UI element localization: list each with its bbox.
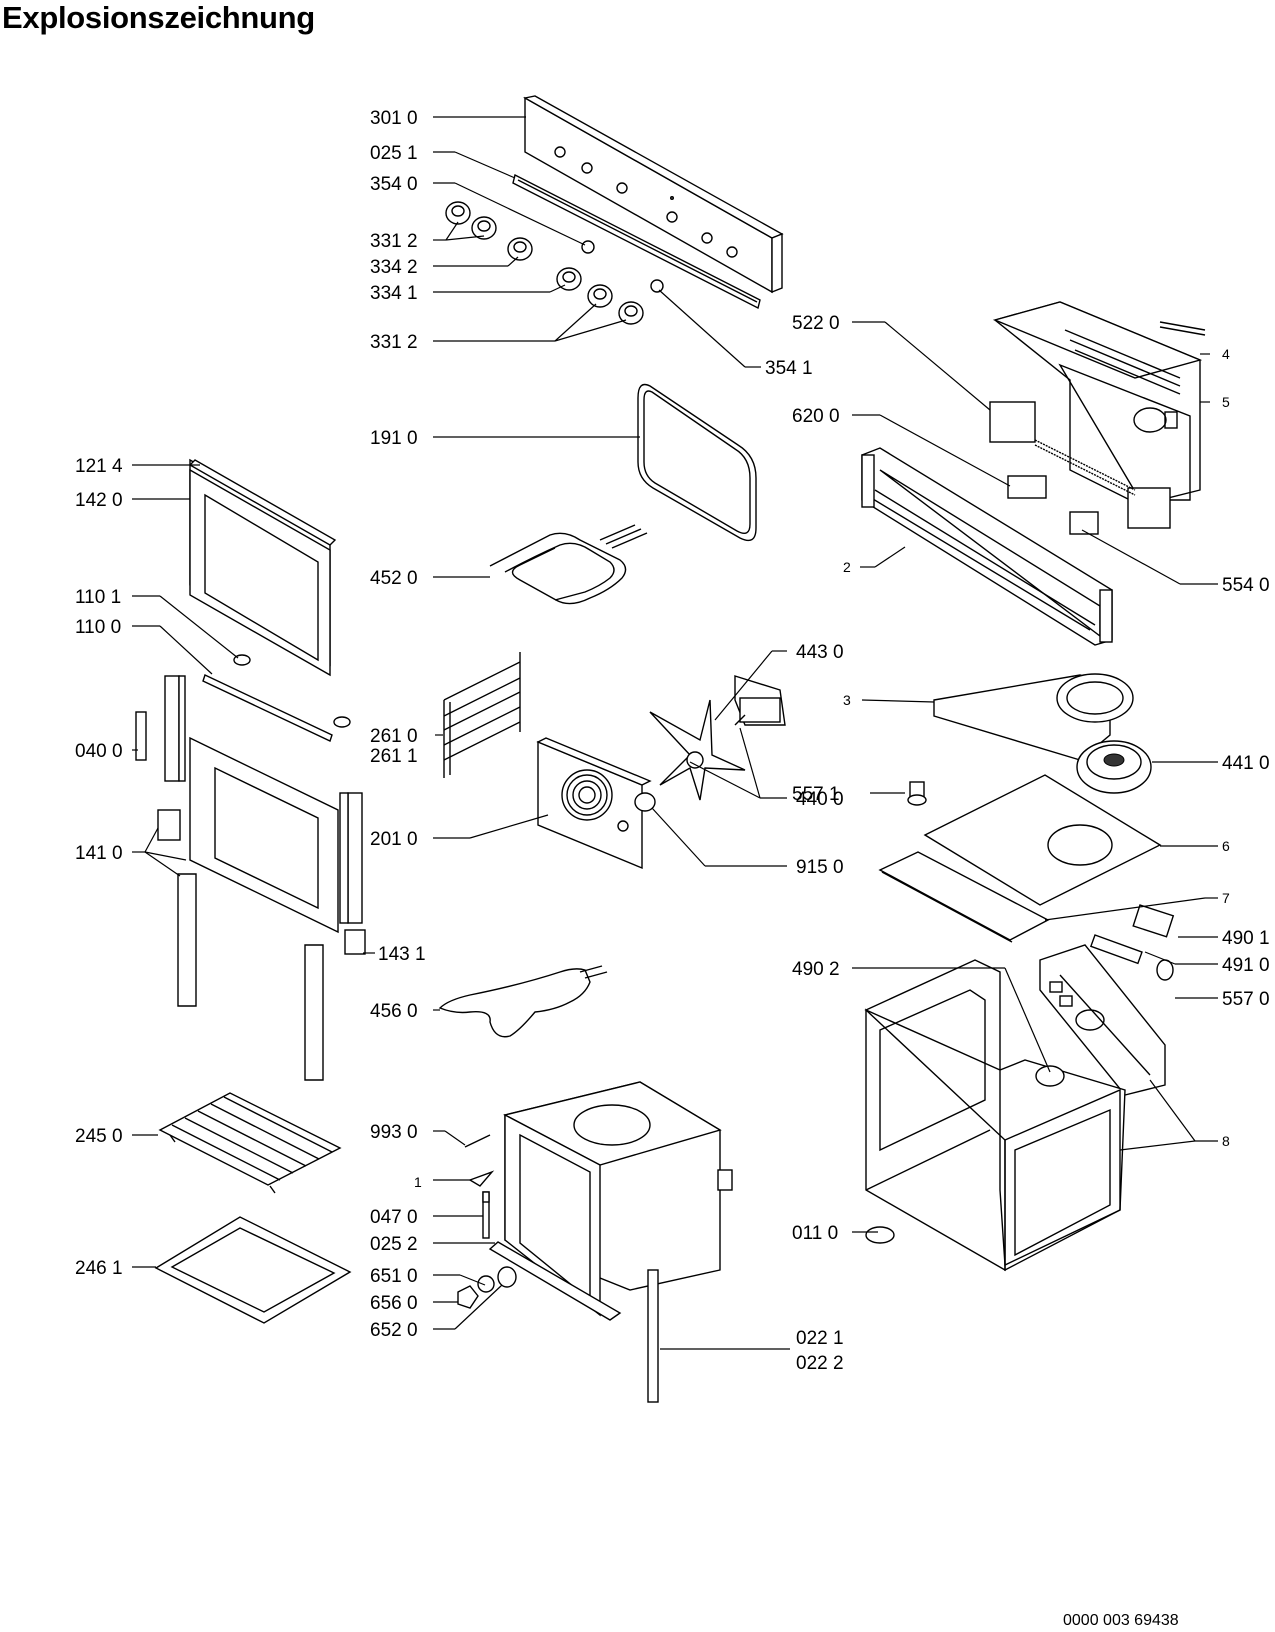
callout-label: 201 0 bbox=[370, 829, 418, 850]
fan-motor-part bbox=[734, 675, 786, 726]
callout-label: 554 0 bbox=[1222, 575, 1270, 596]
inner-door-glass-part bbox=[177, 736, 339, 1081]
callout-label: 334 1 bbox=[370, 283, 418, 304]
callout-label: 452 0 bbox=[370, 568, 418, 589]
callout-label: 8 bbox=[1222, 1133, 1230, 1149]
callout-label: 490 2 bbox=[792, 959, 840, 980]
callout-label: 141 0 bbox=[75, 843, 123, 864]
callout-label: 6 bbox=[1222, 838, 1230, 854]
callout-label: 652 0 bbox=[370, 1320, 418, 1341]
callout-label: 557 0 bbox=[1222, 989, 1270, 1010]
callout-label: 022 1 bbox=[796, 1328, 844, 1349]
callout-label: 246 1 bbox=[75, 1258, 123, 1279]
callout-label: 620 0 bbox=[792, 406, 840, 427]
callout-label: 022 2 bbox=[796, 1353, 844, 1374]
callout-label: 522 0 bbox=[792, 313, 840, 334]
callout-label: 441 0 bbox=[1222, 753, 1270, 774]
callout-label: 993 0 bbox=[370, 1122, 418, 1143]
callout-label: 143 1 bbox=[378, 944, 426, 965]
callout-label: 047 0 bbox=[370, 1207, 418, 1228]
outer-door-glass-part bbox=[188, 458, 337, 677]
callout-label: 490 1 bbox=[1222, 928, 1270, 949]
wire-rack-part bbox=[158, 1092, 342, 1194]
fan-housing-part bbox=[933, 673, 1152, 794]
control-knobs-part bbox=[445, 201, 664, 325]
callout-label: 011 0 bbox=[792, 1223, 838, 1244]
leader-lines bbox=[132, 116, 1218, 1350]
control-panel-part bbox=[523, 95, 784, 294]
callout-labels: 301 0 025 1 354 0 331 2 334 2 334 1 331 … bbox=[75, 108, 1270, 1374]
callout-label: 110 1 bbox=[75, 587, 121, 608]
bottom-heating-element-part bbox=[438, 965, 608, 1038]
document-number: 0000 003 69438 bbox=[1063, 1612, 1179, 1629]
door-handle-part bbox=[202, 654, 351, 742]
callout-label: 456 0 bbox=[370, 1001, 418, 1022]
callout-label: 2 bbox=[843, 559, 851, 575]
callout-label: 110 0 bbox=[75, 617, 121, 638]
callout-label: 7 bbox=[1222, 890, 1230, 906]
top-heating-element-part bbox=[489, 524, 648, 605]
oven-cavity-part bbox=[488, 1081, 733, 1321]
door-gasket-part bbox=[637, 383, 757, 542]
callout-label: 261 0 bbox=[370, 726, 418, 747]
callout-label: 3 bbox=[843, 692, 851, 708]
callout-label: 025 1 bbox=[370, 143, 418, 164]
thermostat-part bbox=[989, 401, 1171, 535]
callout-label: 440 0 bbox=[796, 789, 844, 810]
callout-label: 261 1 bbox=[370, 746, 418, 767]
callout-label: 040 0 bbox=[75, 741, 123, 762]
callout-label: 245 0 bbox=[75, 1126, 123, 1147]
callout-label: 331 2 bbox=[370, 332, 418, 353]
callout-label: 915 0 bbox=[796, 857, 844, 878]
callout-label: 1 bbox=[414, 1174, 422, 1190]
side-rail-part bbox=[647, 1269, 659, 1403]
callout-label: 354 1 bbox=[765, 358, 813, 379]
callout-label: 5 bbox=[1222, 394, 1230, 410]
callout-label: 4 bbox=[1222, 346, 1230, 362]
callout-label: 025 2 bbox=[370, 1234, 418, 1255]
callout-label: 331 2 bbox=[370, 231, 418, 252]
callout-label: 354 0 bbox=[370, 174, 418, 195]
panel-rail-part bbox=[512, 173, 761, 310]
control-frame-part bbox=[861, 447, 1113, 646]
callout-label: 301 0 bbox=[370, 108, 418, 129]
callout-label: 491 0 bbox=[1222, 955, 1270, 976]
callout-label: 121 4 bbox=[75, 456, 123, 477]
small-fasteners-part bbox=[457, 1134, 517, 1309]
callout-label: 191 0 bbox=[370, 428, 418, 449]
sensor-part bbox=[907, 781, 927, 806]
shelf-guides-part bbox=[443, 652, 521, 778]
heat-shield-part bbox=[878, 774, 1162, 943]
callout-label: 334 2 bbox=[370, 257, 418, 278]
callout-label: 651 0 bbox=[370, 1266, 418, 1287]
page-title: Explosionszeichnung bbox=[2, 0, 315, 35]
fan-cover-part bbox=[536, 737, 652, 870]
callout-label: 142 0 bbox=[75, 490, 123, 511]
callout-label: 557 1 bbox=[792, 784, 840, 805]
top-casing-part bbox=[992, 301, 1206, 506]
baking-tray-part bbox=[154, 1216, 352, 1324]
control-board-part bbox=[1039, 904, 1175, 1096]
callout-label: 656 0 bbox=[370, 1293, 418, 1314]
fan-blade-part bbox=[634, 699, 746, 812]
hinge-part bbox=[135, 675, 366, 955]
callout-label: 443 0 bbox=[796, 642, 844, 663]
